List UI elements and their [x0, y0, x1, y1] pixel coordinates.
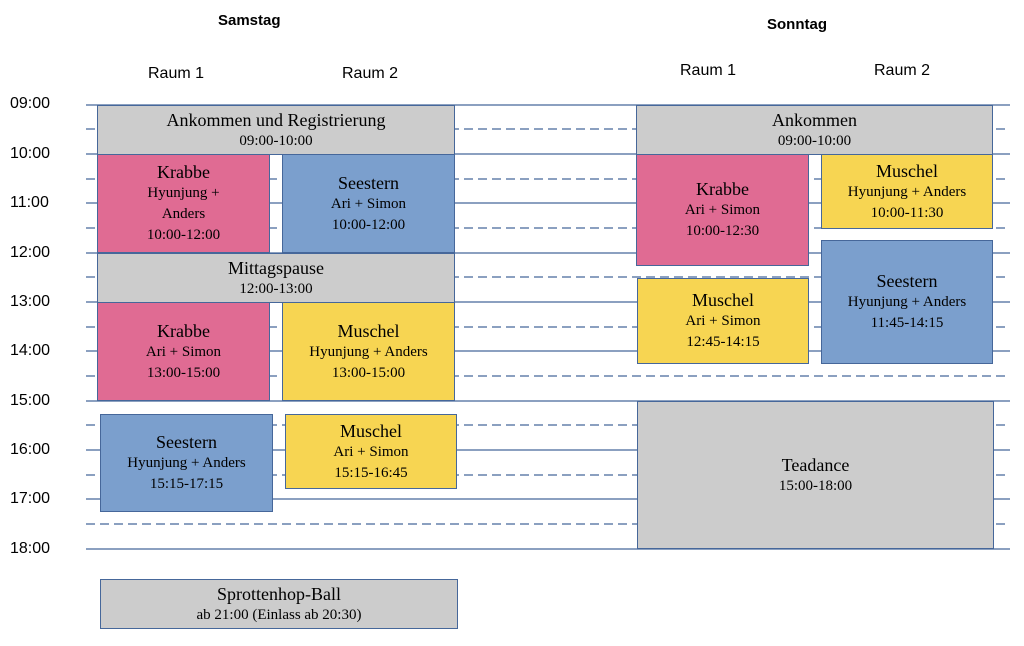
time-label: 09:00: [10, 95, 51, 112]
event-title: Muschel: [692, 290, 754, 310]
time-label: 11:00: [10, 194, 49, 211]
room-heading-sat-1: Raum 1: [147, 65, 205, 82]
event-time: 15:00-18:00: [778, 477, 853, 494]
event-title: Krabbe: [696, 179, 749, 199]
event-time: 09:00-10:00: [777, 132, 852, 149]
event-title: Seestern: [338, 172, 399, 193]
event-time: 09:00-10:00: [239, 132, 313, 149]
event-time: 13:00-15:00: [146, 364, 221, 381]
event-sat-muschel-afternoon: Muschel Hyunjung + Anders 13:00-15:00: [282, 302, 455, 401]
event-title: Muschel: [340, 420, 402, 441]
time-label: 12:00: [10, 244, 51, 261]
event-title: Seestern: [156, 432, 217, 452]
event-people: Ari + Simon: [145, 343, 222, 360]
event-time: 12:00-13:00: [239, 280, 313, 297]
event-title: Teadance: [781, 454, 850, 475]
time-label: 15:00: [10, 392, 51, 409]
room-heading-sun-1: Raum 1: [679, 62, 737, 79]
event-time: 10:00-12:30: [685, 223, 760, 239]
event-time: 13:00-15:00: [331, 364, 406, 381]
event-sat-krabbe-afternoon: Krabbe Ari + Simon 13:00-15:00: [97, 302, 270, 401]
event-sat-seestern-morning: Seestern Ari + Simon 10:00-12:00: [282, 154, 455, 253]
event-sat-lunch: Mittagspause 12:00-13:00: [97, 253, 455, 303]
event-time: 10:00-11:30: [870, 204, 944, 221]
room-heading-sat-2: Raum 2: [341, 65, 399, 82]
event-people: Hyunjung + Anders: [309, 343, 428, 360]
event-sun-seestern: Seestern Hyunjung + Anders 11:45-14:15: [821, 240, 993, 364]
event-sun-muschel-morning: Muschel Hyunjung + Anders 10:00-11:30: [821, 154, 993, 229]
day-heading-saturday: Samstag: [218, 12, 281, 29]
time-label: 10:00: [10, 145, 51, 162]
event-title: Krabbe: [157, 320, 210, 341]
day-heading-sunday: Sonntag: [767, 16, 827, 33]
event-people: Ari + Simon: [685, 313, 761, 329]
event-title: Ankommen: [772, 109, 857, 130]
event-sun-arrival: Ankommen 09:00-10:00: [636, 105, 993, 155]
event-sun-krabbe: Krabbe Ari + Simon 10:00-12:30: [636, 154, 809, 266]
event-sun-teadance: Teadance 15:00-18:00: [637, 401, 994, 549]
event-time: 10:00-12:00: [146, 227, 221, 243]
time-label: 14:00: [10, 342, 51, 359]
event-time: 12:45-14:15: [686, 334, 760, 350]
event-time: 11:45-14:15: [870, 315, 944, 331]
event-people: Hyunjung + Anders: [127, 455, 246, 471]
event-title: Sprottenhop-Ball: [217, 583, 341, 604]
time-label: 18:00: [10, 540, 51, 557]
event-people: Hyunjung + Anders: [847, 294, 967, 310]
event-sat-ball: Sprottenhop-Ball ab 21:00 (Einlass ab 20…: [100, 579, 458, 629]
event-title: Ankommen und Registrierung: [166, 109, 386, 130]
event-sat-seestern-late: Seestern Hyunjung + Anders 15:15-17:15: [100, 414, 273, 512]
time-label: 17:00: [10, 490, 51, 507]
event-title: Seestern: [876, 271, 938, 291]
event-time: 10:00-12:00: [331, 216, 406, 233]
event-time: ab 21:00 (Einlass ab 20:30): [196, 606, 362, 623]
event-sat-arrival: Ankommen und Registrierung 09:00-10:00: [97, 105, 455, 155]
event-sat-krabbe-morning: Krabbe Hyunjung + Anders 10:00-12:00: [97, 154, 270, 253]
event-title: Muschel: [337, 320, 400, 341]
event-sat-muschel-late: Muschel Ari + Simon 15:15-16:45: [285, 414, 457, 489]
event-time: 15:15-16:45: [334, 464, 408, 481]
room-heading-sun-2: Raum 2: [873, 62, 931, 79]
event-people: Hyunjung + Anders: [847, 183, 967, 200]
event-people: Anders: [161, 206, 206, 222]
time-label: 16:00: [10, 441, 51, 458]
event-people: Hyunjung +: [147, 185, 220, 201]
time-label: 13:00: [10, 293, 51, 310]
event-people: Ari + Simon: [684, 202, 761, 218]
event-title: Krabbe: [157, 162, 210, 182]
event-people: Ari + Simon: [333, 443, 409, 460]
event-title: Mittagspause: [228, 257, 324, 278]
event-people: Ari + Simon: [330, 195, 407, 212]
event-time: 15:15-17:15: [149, 476, 224, 492]
event-sun-muschel-afternoon: Muschel Ari + Simon 12:45-14:15: [637, 278, 809, 364]
event-title: Muschel: [876, 160, 938, 181]
